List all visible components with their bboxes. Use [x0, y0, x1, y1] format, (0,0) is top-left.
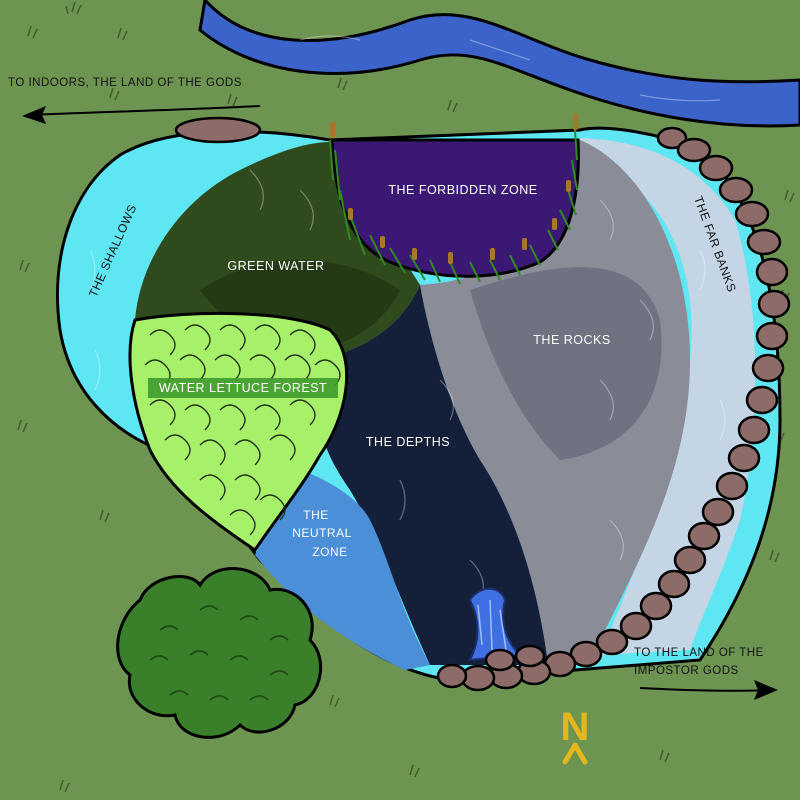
label-impostor-line1: TO THE LAND OF THE — [634, 647, 764, 659]
fountain-icon — [468, 587, 523, 662]
forbidden-zone-region — [330, 138, 580, 278]
north-arrow-icon — [562, 742, 588, 765]
label-lettuce-forest: WATER LETTUCE FOREST — [159, 381, 327, 395]
label-forbidden-zone: THE FORBIDDEN ZONE — [388, 183, 537, 197]
compass-letter: N — [561, 705, 590, 749]
label-to-indoors: TO INDOORS, THE LAND OF THE GODS — [8, 77, 242, 89]
stone-wall — [436, 126, 791, 692]
bush-icon — [116, 567, 323, 739]
arrow-right-icon — [639, 680, 778, 700]
lettuce-forest-region — [128, 311, 349, 553]
reeds — [329, 129, 578, 285]
river — [198, 0, 800, 128]
arrow-left-icon — [22, 105, 261, 124]
label-neutral-zone-line2: NEUTRAL — [292, 526, 352, 540]
grass-tufts — [17, 1, 795, 793]
label-depths: THE DEPTHS — [366, 435, 450, 449]
label-rocks: THE ROCKS — [533, 333, 610, 347]
cattails — [330, 114, 578, 264]
lettuce-leaves — [144, 324, 341, 536]
label-neutral-zone-line1: THE — [303, 508, 329, 522]
label-neutral-zone-line3: ZONE — [312, 545, 347, 559]
stone — [174, 116, 262, 144]
lettuce-label-band — [148, 378, 338, 398]
depths-region — [317, 285, 548, 665]
label-impostor-line2: IMPOSTOR GODS — [634, 665, 739, 677]
label-green-water: GREEN WATER — [227, 259, 324, 273]
neutral-zone-region — [255, 470, 430, 670]
